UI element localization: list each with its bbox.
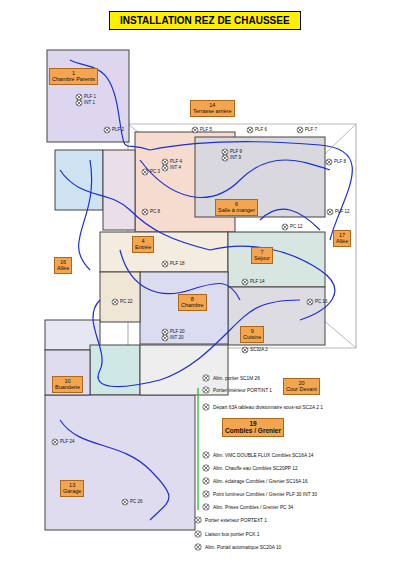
- legend-text: Portier extérieur PORTEXT 1: [205, 518, 267, 523]
- circuit-label: PLF 7: [305, 128, 317, 133]
- circuit-label: PLF 2: [112, 128, 124, 133]
- legend-text: Alim. VMC DOUBLE FLUX Combles SC16A 14: [213, 453, 314, 458]
- room-number: 4: [135, 238, 151, 244]
- room-number: 20: [286, 380, 317, 386]
- legend-symbol: [203, 404, 209, 410]
- circuit-label: PLF 6: [255, 128, 267, 133]
- legend-text: Alim. portier SC1M 26: [213, 376, 260, 381]
- circuit-label: PLF 9: [230, 150, 242, 155]
- room-name: Combles / Grenier: [225, 427, 281, 434]
- circuit-label: PLF 4: [170, 160, 182, 165]
- room-tag: 19Combles / Grenier: [222, 418, 284, 437]
- room-tag: 10Buanderie: [52, 376, 83, 393]
- room-tag: 14Terrasse arrière: [190, 100, 235, 117]
- room-name: Allée: [57, 265, 69, 271]
- room-tag: 7Séjour: [251, 247, 273, 264]
- legend-text: Alim. Portail automatique SC20A 10: [205, 545, 281, 550]
- legend-text: Portier intérieur PORTINT 1: [213, 388, 272, 393]
- room-number: 19: [225, 420, 281, 427]
- legend-symbol: [203, 478, 209, 484]
- legend-symbol: [203, 375, 209, 381]
- legend-text: Alim. Chauffe eau Combles SC20PP 12: [213, 466, 298, 471]
- circuit-label: PC 12: [290, 225, 303, 230]
- room-tag: 17Allée: [333, 230, 351, 247]
- room-name: Séjour: [254, 255, 270, 261]
- room-tag: 8Chambre: [178, 294, 207, 311]
- title-box: INSTALLATION REZ DE CHAUSSEE: [109, 11, 301, 30]
- legend-symbol: [195, 544, 201, 550]
- circuit-label: PC 16: [315, 300, 328, 305]
- circuit-label: PC 26: [130, 500, 143, 505]
- circuit-label: PLF 12: [335, 210, 350, 215]
- room-name: Cour Devant: [286, 386, 317, 392]
- legend-text: Alim. éclairage Combles / Grenier SC16A …: [213, 479, 308, 484]
- circuit-label: PC 3: [150, 170, 160, 175]
- circuit-label: INT 9: [230, 156, 241, 161]
- circuit-label: PLF 8: [334, 160, 346, 165]
- room-name: Garage: [63, 488, 81, 494]
- room-name: Chambre: [181, 302, 204, 308]
- room-tag: 20Cour Devant: [283, 378, 320, 395]
- room-number: 10: [55, 378, 80, 384]
- circuit-label: PLF 20: [170, 330, 185, 335]
- circuit-label: PC 8: [150, 210, 160, 215]
- room-name: Chambre Parents: [52, 76, 95, 82]
- room-number: 9: [243, 328, 261, 334]
- room-name: Allée: [336, 238, 348, 244]
- room-number: 13: [63, 482, 81, 488]
- room-name: Terrasse arrière: [193, 108, 232, 114]
- circuit-label: PC 22: [120, 300, 133, 305]
- room-tag: 1Chambre Parents: [49, 68, 98, 85]
- legend-text: Liaison bus portier PCK 1: [205, 532, 259, 537]
- room-tag: 6Salle à manger: [215, 199, 258, 216]
- legend-text: Point lumineux Combles / Grenier PLF 30 …: [213, 492, 317, 497]
- legend-symbol: [203, 387, 209, 393]
- room-name: Buanderie: [55, 384, 80, 390]
- room-tag: 4Entrée: [132, 236, 154, 253]
- circuit-label: PLF 14: [250, 280, 265, 285]
- legend-symbol: [203, 465, 209, 471]
- legend-text: Départ 63A tableau divisionnaire sous-so…: [213, 405, 323, 410]
- room-number: 8: [181, 296, 204, 302]
- circuit-label: PLF 18: [170, 262, 185, 267]
- room-number: 14: [193, 102, 232, 108]
- room-number: 16: [57, 259, 69, 265]
- room-tag: 13Garage: [60, 480, 84, 497]
- legend-text: Alim. Prises Combles / Grenier PC 34: [213, 505, 293, 510]
- room-number: 17: [336, 232, 348, 238]
- room-number: 6: [218, 201, 255, 207]
- room-name: Entrée: [135, 244, 151, 250]
- room-number: 7: [254, 249, 270, 255]
- room-number: 1: [52, 70, 95, 76]
- circuit-label: INT 20: [170, 336, 183, 341]
- circuit-label: PLF 24: [60, 440, 75, 445]
- title-text: INSTALLATION REZ DE CHAUSSEE: [120, 15, 290, 26]
- legend-symbol: [195, 531, 201, 537]
- legend-symbol: [203, 491, 209, 497]
- legend-symbol: [195, 517, 201, 523]
- legend-symbol: [203, 504, 209, 510]
- room-tag: 16Allée: [54, 257, 72, 274]
- circuit-label: SC32A 2: [250, 348, 268, 353]
- circuit-label: PLF 1: [84, 95, 96, 100]
- circuit-label: PLF 5: [200, 128, 212, 133]
- room-tag: 9Cuisine: [240, 326, 264, 343]
- circuit-label: INT 1: [84, 101, 95, 106]
- circuit-label: INT 4: [170, 166, 181, 171]
- legend-symbol: [203, 452, 209, 458]
- room-name: Salle à manger: [218, 207, 255, 213]
- room-name: Cuisine: [243, 334, 261, 340]
